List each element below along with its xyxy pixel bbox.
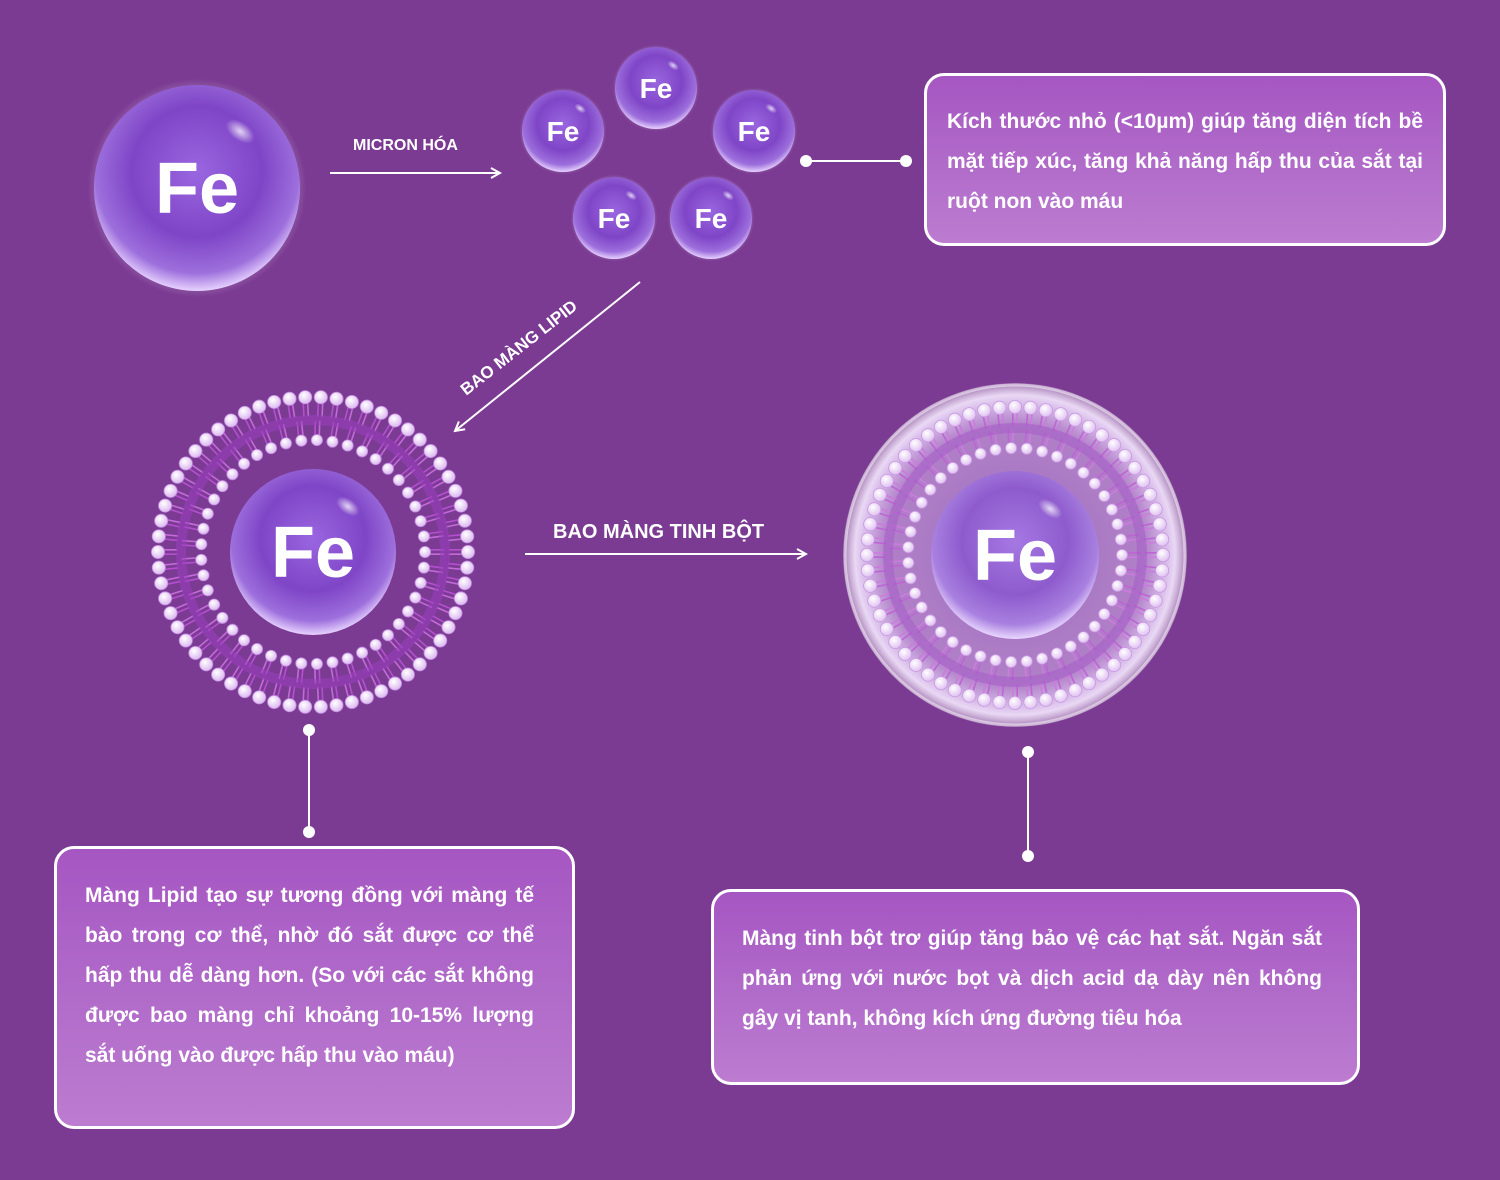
- arrows: [330, 173, 806, 554]
- micron-particle-5: Fe: [667, 174, 755, 262]
- connector-dot: [900, 155, 912, 167]
- micron-particle-2-symbol: Fe: [547, 116, 580, 147]
- iron-sphere-large-symbol: Fe: [155, 149, 239, 229]
- starch-bilayer-core: [883, 423, 1147, 687]
- connector-dot: [303, 724, 315, 736]
- lipid-coating-arrow: [455, 281, 641, 431]
- micronize-label: MICRON HÓA: [353, 137, 458, 154]
- micron-particle-4-symbol: Fe: [598, 203, 631, 234]
- connector-dot: [800, 155, 812, 167]
- iron-sphere-large: Fe: [87, 78, 307, 298]
- iron-sphere-lipid: Fe: [230, 469, 396, 635]
- connector-dot: [1022, 850, 1034, 862]
- connector-dot: [303, 826, 315, 838]
- micron-particle-4: Fe: [570, 174, 658, 262]
- starch-note-box: Màng tinh bột trơ giúp tăng bảo vệ các h…: [711, 889, 1360, 1085]
- starch-inner-membrane: [860, 399, 1171, 711]
- micron-note-box: Kích thước nhỏ (<10µm) giúp tăng diện tí…: [924, 73, 1446, 246]
- connectors: [303, 155, 1034, 862]
- micron-note-text: Kích thước nhỏ (<10µm) giúp tăng diện tí…: [947, 110, 1423, 213]
- lipid-note-box: Màng Lipid tạo sự tương đồng với màng tế…: [54, 846, 575, 1129]
- iron-sphere-lipid-symbol: Fe: [271, 513, 355, 593]
- starch-coating-rim: [843, 383, 1187, 727]
- connector-dot: [1022, 746, 1034, 758]
- micron-particle-5-symbol: Fe: [695, 203, 728, 234]
- iron-sphere-starch: Fe: [931, 471, 1099, 639]
- lipid-bilayer-core: [176, 415, 450, 689]
- micron-particle-3: Fe: [710, 87, 798, 175]
- starch-coating-gloss: [845, 385, 1185, 725]
- micron-particle-2: Fe: [519, 87, 607, 175]
- starch-note-text: Màng tinh bột trơ giúp tăng bảo vệ các h…: [742, 927, 1322, 1030]
- micron-particle-1-symbol: Fe: [640, 73, 673, 104]
- micron-particle-3-symbol: Fe: [738, 116, 771, 147]
- lipid-note-text: Màng Lipid tạo sự tương đồng với màng tế…: [85, 884, 534, 1067]
- iron-sphere-starch-symbol: Fe: [973, 516, 1057, 596]
- starch-coating-label: BAO MÀNG TINH BỘT: [553, 521, 765, 543]
- lipid-membrane: [150, 390, 475, 714]
- micron-particle-1: Fe: [612, 44, 700, 132]
